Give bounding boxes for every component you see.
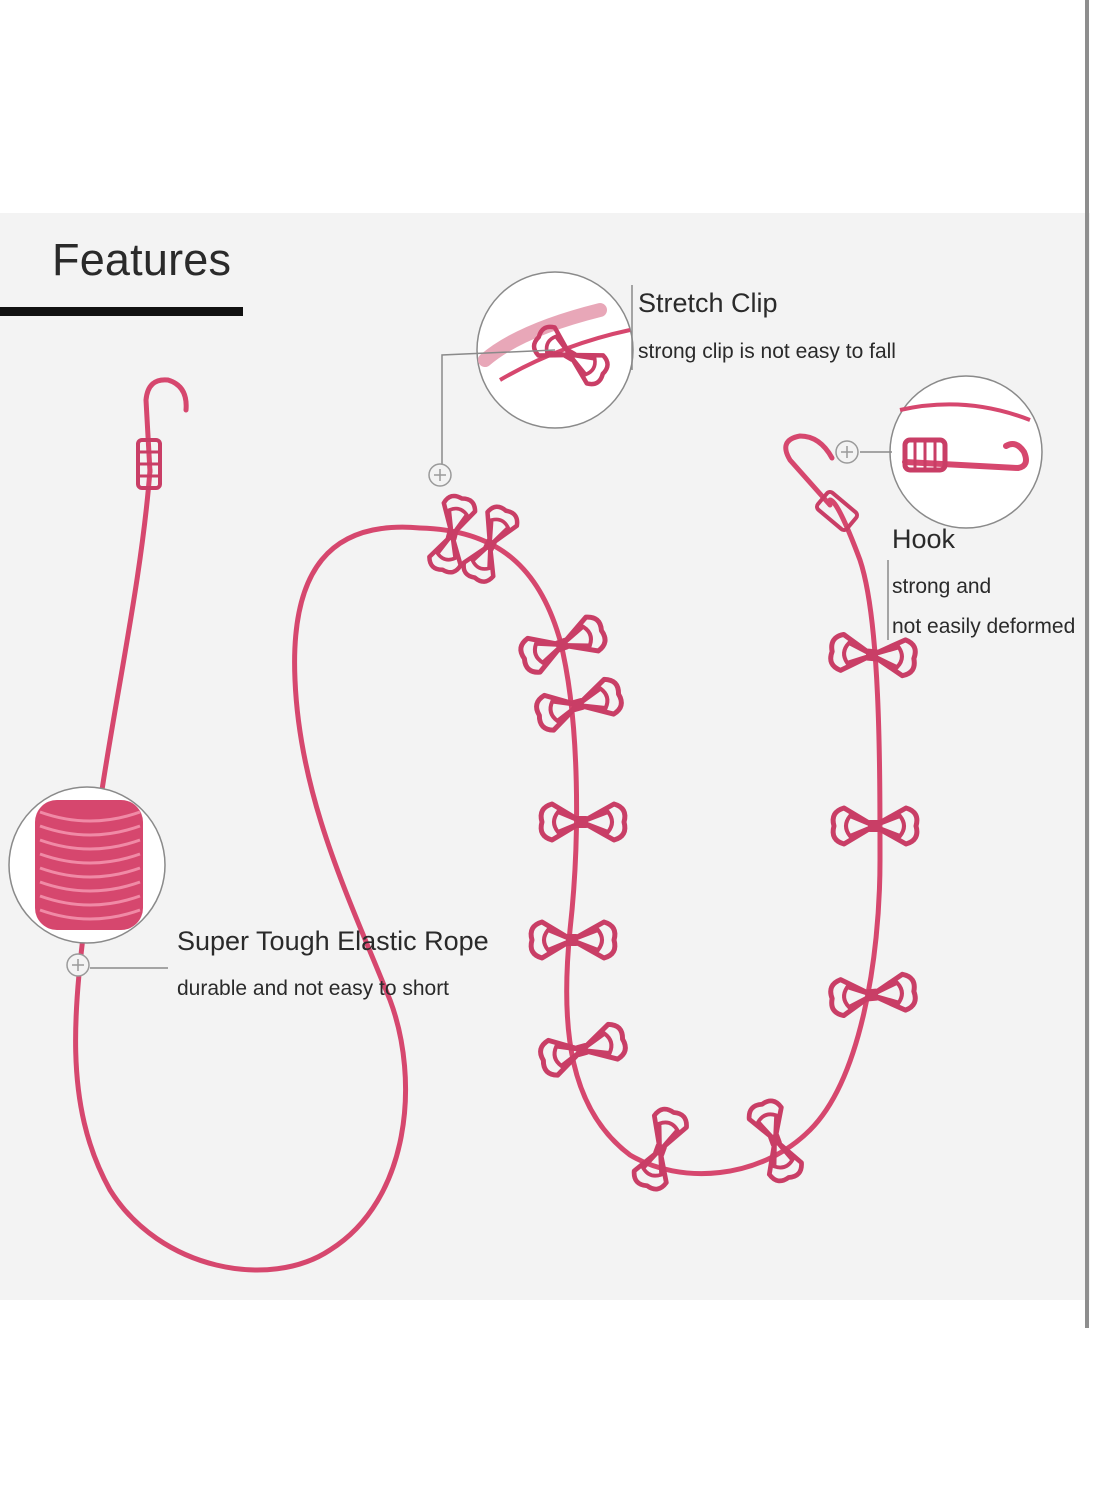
clip-rope: [417, 497, 883, 1177]
hook-title: Hook: [892, 524, 956, 554]
elastic-rope-callout: [8, 786, 168, 977]
hook-description-line2: not easily deformed: [892, 615, 1076, 638]
stretch-clip-callout: [428, 271, 634, 487]
features-heading: Features: [52, 234, 232, 285]
hook-description-line1: strong and: [892, 575, 992, 598]
scrollbar[interactable]: [1085, 0, 1089, 1328]
hook-callout: [835, 375, 1043, 640]
stretch-clip-description: strong clip is not easy to fall: [638, 340, 896, 363]
elastic-rope-title: Super Tough Elastic Rope: [177, 926, 489, 956]
heading-underline: [0, 307, 243, 316]
stretch-clip-title: Stretch Clip: [638, 288, 778, 318]
right-hook-icon: [783, 433, 859, 533]
clothes-clips: [427, 494, 917, 1193]
elastic-rope-description: durable and not easy to short: [177, 977, 450, 1000]
left-hook-icon: [136, 377, 189, 490]
